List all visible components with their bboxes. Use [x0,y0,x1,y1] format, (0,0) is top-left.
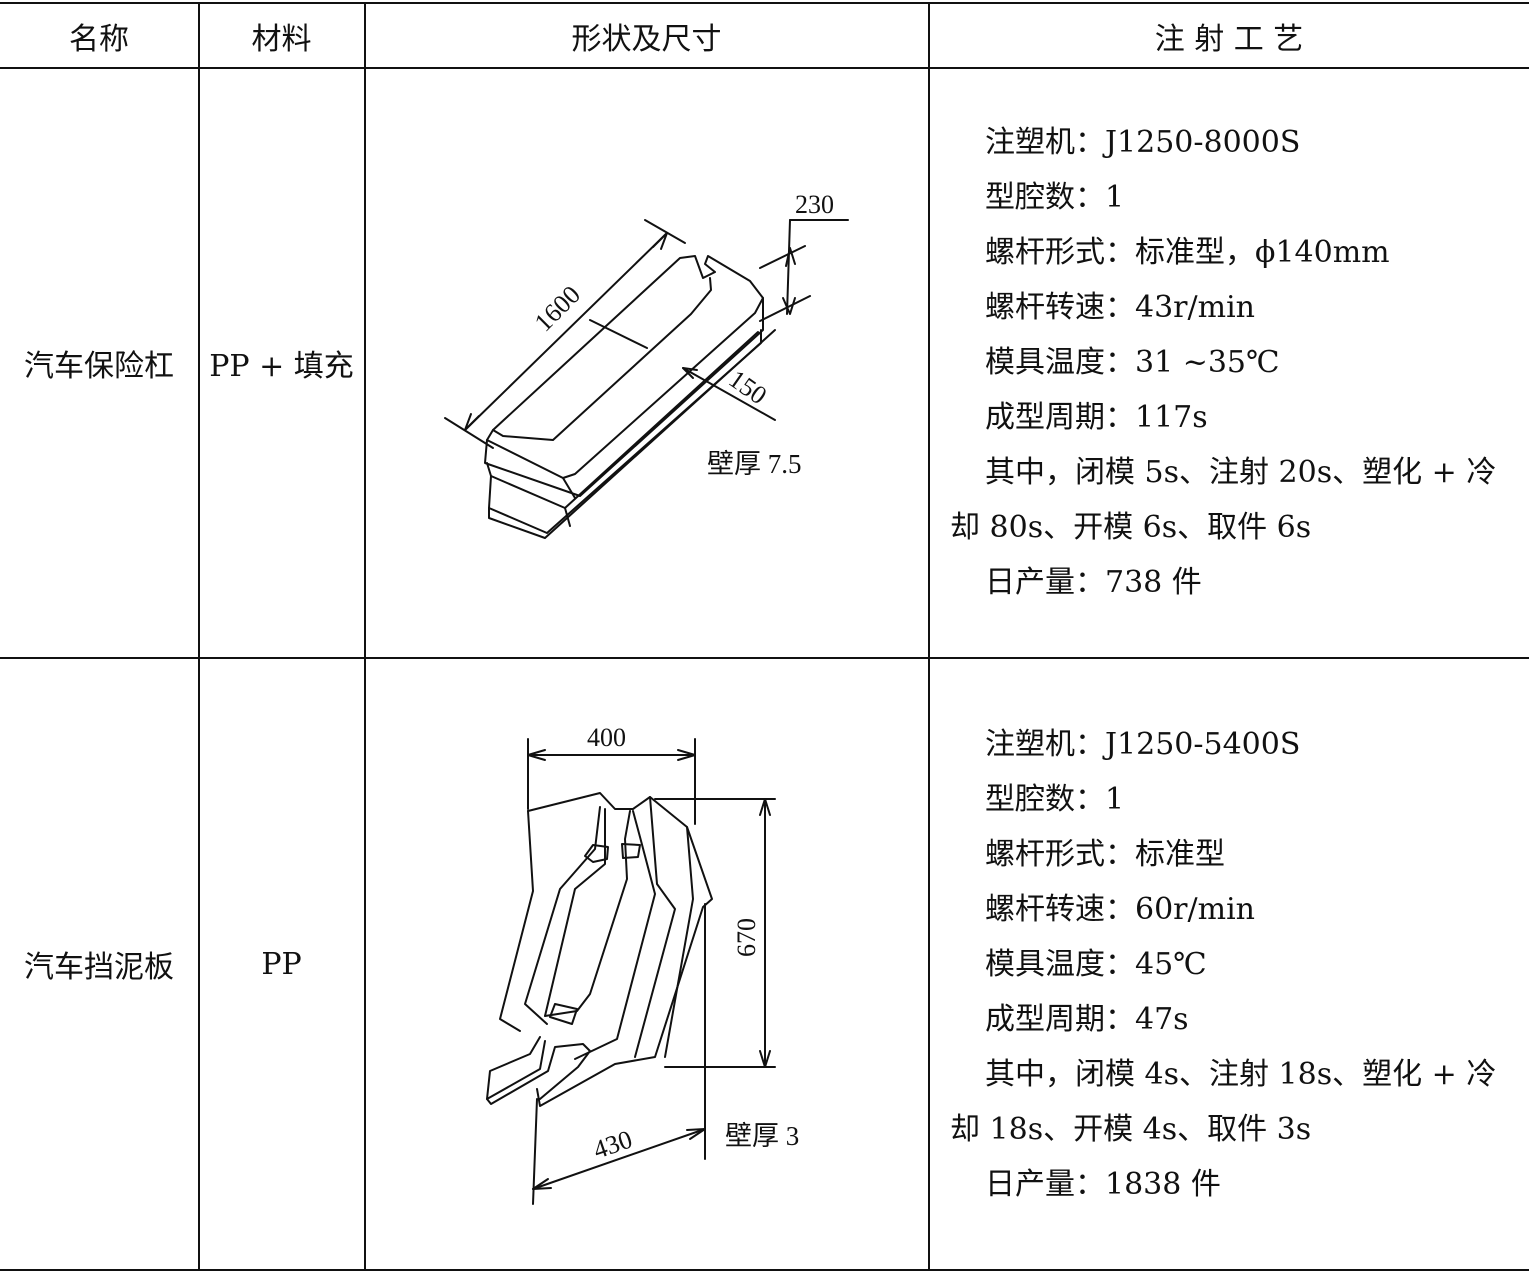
table-top-rule [0,2,1529,4]
process-line: 其中，闭模 5s、注射 20s、塑化 + 冷 [985,455,1497,490]
header-material: 材料 [251,21,312,57]
process-line: 螺杆形式：标准型 [985,837,1225,872]
header-shape: 形状及尺寸 [571,21,722,57]
fender-dim-bottom: 430 [590,1125,636,1165]
process-line: 却 18s、开模 4s、取件 3s [950,1112,1312,1147]
process-line: 模具温度：45℃ [985,947,1207,982]
row2-process: 注塑机：J1250-5400S 型腔数：1 螺杆形式：标准型 螺杆转速：60r/… [950,717,1520,1212]
process-line: 螺杆形式：标准型，ϕ140mm [985,235,1390,270]
column-divider [928,2,930,1271]
process-line: 型腔数：1 [985,782,1125,817]
column-divider [198,2,200,1271]
process-line: 模具温度：31 ~35℃ [985,345,1280,380]
header-process: 注 射 工 艺 [1154,21,1304,57]
process-line: 其中，闭模 4s、注射 18s、塑化 + 冷 [985,1057,1497,1092]
process-line: 却 80s、开模 6s、取件 6s [950,510,1312,545]
column-divider [364,2,366,1271]
fender-dim-width: 400 [587,723,626,752]
process-line: 成型周期：47s [985,1002,1189,1037]
bumper-drawing: 1600 230 150 壁厚 7.5 [444,190,849,539]
bumper-wall-thickness: 壁厚 7.5 [707,449,802,479]
row2-material: PP [261,946,302,982]
process-line: 成型周期：117s [985,400,1208,435]
process-line: 注塑机：J1250-5400S [985,727,1301,762]
row2-name: 汽车挡泥板 [24,950,174,985]
process-line: 注塑机：J1250-8000S [985,125,1301,160]
bumper-dim-length: 1600 [529,280,586,337]
process-line: 型腔数：1 [985,180,1125,215]
fender-dim-height: 670 [732,918,761,957]
row1-name: 汽车保险杠 [24,348,174,384]
row1-process: 注塑机：J1250-8000S 型腔数：1 螺杆形式：标准型，ϕ140mm 螺杆… [950,115,1520,610]
table-bottom-rule [0,1269,1529,1271]
fender-drawing: 400 670 430 壁厚 3 [486,723,799,1205]
row-divider [0,657,1529,659]
header-name: 名称 [69,21,129,57]
process-line: 日产量：1838 件 [985,1167,1221,1202]
fender-wall-thickness: 壁厚 3 [725,1121,799,1151]
bumper-dim-height: 230 [795,190,834,219]
process-line: 螺杆转速：43r/min [985,290,1255,325]
process-line: 日产量：738 件 [985,565,1202,600]
row1-material: PP + 填充 [209,348,354,384]
process-line: 螺杆转速：60r/min [985,892,1255,927]
header-bottom-rule [0,67,1529,69]
